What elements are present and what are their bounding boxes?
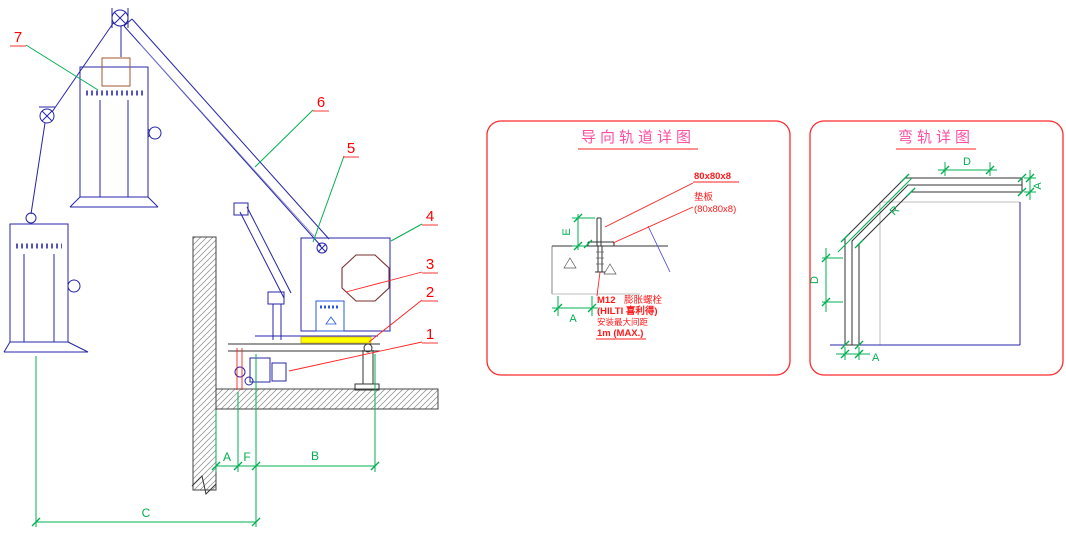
dim-label-b: B — [311, 449, 319, 463]
callout-5: 5 — [312, 140, 359, 243]
boom-arm — [123, 18, 330, 254]
concrete-triangle-symbol — [603, 263, 617, 275]
bend-dimension-a-right: A — [1024, 170, 1044, 200]
track-rail — [228, 335, 380, 352]
counterweight-trolley-upper — [69, 57, 162, 208]
callout-2-label: 2 — [426, 284, 434, 301]
warning-triangle-icon — [325, 316, 337, 325]
wall-break-symbol — [191, 475, 217, 495]
annotation-bolt-code: M12 — [597, 295, 615, 306]
rail-highlight-strip — [300, 336, 372, 344]
dim-label-d-top: D — [963, 156, 971, 168]
annotation-bolt-name: 膨胀螺栓 — [624, 294, 663, 306]
callout-2: 2 — [368, 284, 438, 343]
bend-dimension-a-bottom: A — [836, 347, 880, 364]
annotation-angle-size: 80x80x8 — [694, 171, 731, 182]
dim-label-f: F — [243, 450, 250, 464]
dim-label-c: C — [142, 506, 151, 520]
annotation-spacing-value: 1m (MAX.) — [597, 328, 643, 339]
dim-label-r: R — [888, 204, 902, 218]
control-panel — [315, 300, 345, 332]
detail-guide-title: 导向轨道详图 — [581, 129, 695, 146]
detail-bend-rail: 弯轨详图 R — [809, 120, 1064, 376]
machine-housing — [300, 237, 391, 332]
annotation-spacing-label: 安装最大间距 — [597, 317, 649, 327]
bend-dimension-d-top: D — [938, 156, 997, 176]
dim-label-d-left: D — [809, 276, 821, 284]
dim-label-a-bottom: A — [872, 352, 880, 364]
guide-rail-dimension-e: E — [561, 213, 595, 251]
concrete-triangle-symbol — [563, 257, 577, 269]
dim-label-a-detail: A — [569, 313, 577, 325]
detail-guide-rail: 导向轨道详图 — [486, 120, 791, 376]
handle-wheel — [67, 279, 81, 293]
wall-pulley — [39, 106, 55, 124]
callout-6-label: 6 — [317, 94, 325, 111]
detail-bend-border — [809, 120, 1064, 376]
guide-rail-dimension-a: A — [552, 296, 598, 325]
callout-4-label: 4 — [426, 208, 434, 225]
detail-guide-border — [486, 120, 791, 376]
callout-1: 1 — [288, 326, 438, 372]
guide-rail-annotations: 80x80x8 垫板 (80x80x8) M12 膨胀螺栓 (HILTI 喜利得… — [596, 171, 739, 340]
floor-slab-section — [215, 388, 439, 410]
counterweight-trolley-lower — [3, 212, 89, 353]
handle-wheel — [148, 126, 162, 140]
annotation-pad-label: 垫板 — [694, 191, 714, 203]
dim-label-e: E — [561, 228, 573, 235]
callout-5-label: 5 — [347, 140, 355, 157]
dim-label-a-right: A — [1032, 182, 1044, 190]
wall-section — [191, 236, 217, 495]
bend-dimension-d-left: D — [809, 248, 843, 312]
luffing-cylinder — [233, 202, 292, 340]
drum-octagon — [341, 254, 390, 302]
callout-7-label: 7 — [14, 29, 22, 46]
traverse-trolley — [234, 343, 380, 391]
main-dimensions: A F B C — [31, 354, 380, 527]
callout-3: 3 — [345, 256, 438, 293]
boom-head-sheave — [316, 242, 328, 254]
main-elevation-view: 7 6 5 4 3 — [3, 8, 439, 527]
callout-3-label: 3 — [426, 256, 434, 273]
bend-rail-drawing: R — [830, 173, 1027, 350]
callout-1-label: 1 — [426, 326, 434, 343]
annotation-pad-size: (80x80x8) — [694, 204, 736, 215]
callout-7: 7 — [10, 29, 99, 91]
callout-4: 4 — [390, 208, 438, 242]
annotation-bolt-brand: (HILTI 喜利得) — [597, 305, 658, 317]
radius-line — [837, 177, 913, 253]
callouts: 7 6 5 4 3 — [10, 29, 438, 372]
dim-label-a: A — [223, 450, 231, 464]
detail-bend-title: 弯轨详图 — [898, 129, 974, 146]
callout-6: 6 — [254, 94, 329, 168]
